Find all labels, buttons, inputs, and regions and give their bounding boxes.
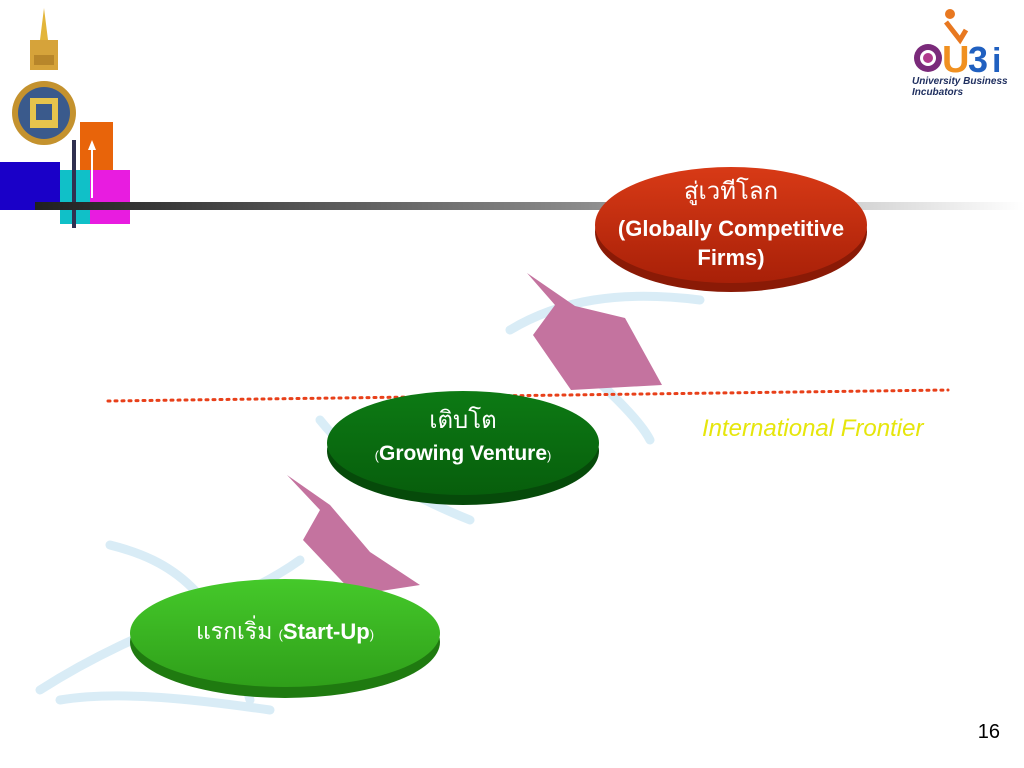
stage-growing-english: Growing Venture xyxy=(378,442,548,465)
stage-growing-paren-close: ) xyxy=(547,448,552,463)
ubi-logo-line2: Incubators xyxy=(912,87,964,98)
stage-startup-paren-close: ) xyxy=(369,627,375,642)
stage-startup-paren-open: ( xyxy=(278,627,283,642)
header-bar xyxy=(35,202,1024,210)
svg-text:3: 3 xyxy=(968,39,988,80)
stage-global-english-line1: (Globally Competitive xyxy=(617,216,845,241)
stage-growing-paren-open: ( xyxy=(374,448,379,463)
arrow-growing-to-global xyxy=(527,273,662,390)
stage-global-label: สู่เวทีโลก (Globally Competitive Firms) xyxy=(595,176,867,272)
stage-startup-thai: แรกเริ่ม xyxy=(195,619,273,645)
frontier-line xyxy=(106,388,950,403)
arrow-startup-to-growing xyxy=(287,475,420,595)
stage-startup-label: แรกเริ่ม (Start-Up) xyxy=(130,616,440,651)
header-color-blocks xyxy=(0,122,130,228)
ubi-logo-line1: University Business xyxy=(912,76,1008,87)
stage-growing-label: เติบโต (Growing Venture) xyxy=(327,405,599,471)
svg-text:i: i xyxy=(992,42,1001,80)
stage-startup-shape xyxy=(130,579,440,698)
frontier-label: International Frontier xyxy=(702,415,924,442)
stage-global-shape xyxy=(595,167,867,292)
page-number: 16 xyxy=(977,721,1000,743)
stage-global-thai: สู่เวทีโลก xyxy=(683,177,779,205)
stage-growing-thai: เติบโต xyxy=(429,406,497,434)
svg-text:U: U xyxy=(942,39,969,81)
stage-startup-english: Start-Up xyxy=(282,619,370,644)
ubi-logo-caption: University Business Incubators xyxy=(912,76,1022,98)
stage-global-english-line2: Firms) xyxy=(697,245,765,270)
royal-emblem-logo xyxy=(12,8,76,145)
ubi-logo: U 3 i xyxy=(914,9,1001,81)
stage-growing-english-row: (Growing Venture) xyxy=(327,439,599,471)
stage-growing-shape xyxy=(327,391,599,505)
